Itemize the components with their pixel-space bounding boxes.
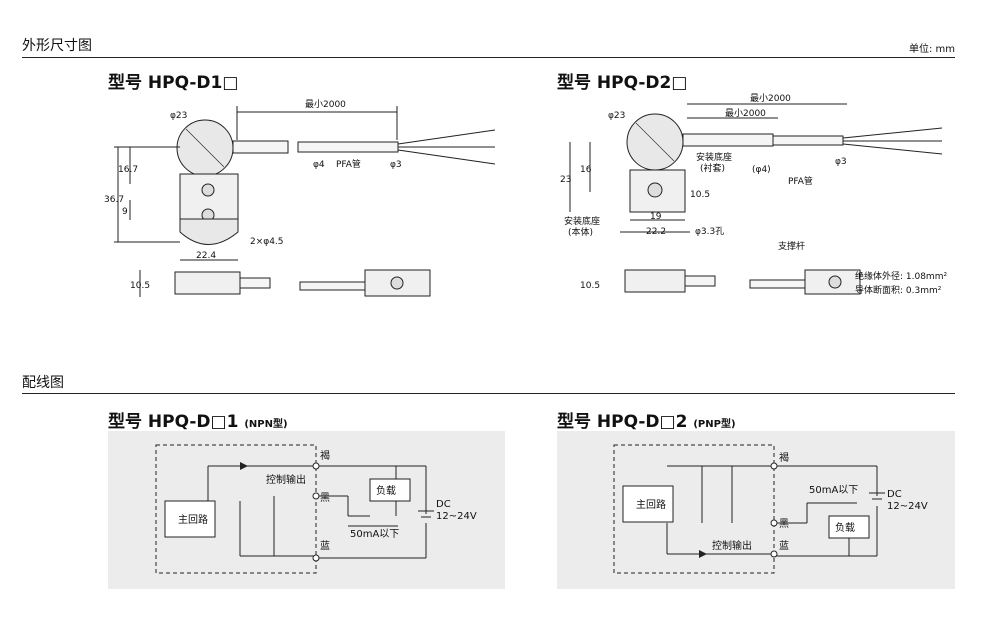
model-d2-title: 型号 HPQ-D2□ <box>557 73 688 93</box>
pnp-load: 负载 <box>835 521 855 534</box>
d2-outline-drawing: 最小2000 最小2000 φ23 安装底座 (衬套) (φ4) φ3 PFA管… <box>560 93 947 296</box>
d2-h10-5: 10.5 <box>690 190 710 200</box>
dimensions-section-title: 外形尺寸图 <box>22 38 92 54</box>
d2-h10-5b: 10.5 <box>580 281 600 291</box>
d1-phi23: φ23 <box>170 111 187 121</box>
wiring-d1-title: 型号 HPQ-D□1 (NPN型) <box>108 407 288 432</box>
d2-support-rod: 支撑杆 <box>778 240 805 252</box>
npn-control-output: 控制输出 <box>266 473 306 486</box>
d1-outline-drawing: 最小2000 φ23 φ4 PFA管 φ3 36.7 16.7 9 2×φ4.5… <box>104 99 496 297</box>
d2-phi3: φ3 <box>835 157 847 167</box>
pnp-dc: DC <box>887 489 902 500</box>
unit-label: 单位: mm <box>908 44 955 55</box>
d2-hole: φ3.3孔 <box>695 226 724 237</box>
pnp-blue: 蓝 <box>779 540 789 552</box>
wiring-section-title: 配线图 <box>22 375 64 391</box>
d2-phi23: φ23 <box>608 111 625 121</box>
npn-blue: 蓝 <box>320 540 330 552</box>
wiring-d2-title: 型号 HPQ-D□2 (PNP型) <box>557 407 736 432</box>
pnp-control-output: 控制输出 <box>712 539 752 552</box>
npn-brown: 褐 <box>320 449 330 462</box>
d2-insulator: 绝缘体外径: 1.08mm² <box>855 270 947 282</box>
section-divider <box>22 57 955 58</box>
d2-w22-2: 22.2 <box>646 227 666 237</box>
wiring-d2-model: 型号 HPQ-D□2 <box>557 412 688 432</box>
npn-black: 黑 <box>320 492 330 504</box>
d1-min-length: 最小2000 <box>305 99 346 110</box>
wiring-d2-type: (PNP型) <box>693 419 736 430</box>
wiring-d1-type: (NPN型) <box>244 419 288 430</box>
pnp-main-circuit: 主回路 <box>636 498 666 511</box>
npn-dc: DC <box>436 499 451 510</box>
npn-voltage: 12~24V <box>436 511 477 522</box>
pnp-current: 50mA以下 <box>809 485 858 496</box>
d2-h16: 16 <box>580 165 592 175</box>
npn-main-circuit: 主回路 <box>178 513 208 526</box>
d2-base-body-2: (本体) <box>568 226 593 238</box>
d1-h9: 9 <box>122 207 128 217</box>
d2-min-length-outer: 最小2000 <box>750 93 791 104</box>
d1-holes: 2×φ4.5 <box>250 237 284 247</box>
pnp-wiring-diagram: 主回路 褐 黑 蓝 控制输出 50mA以下 负载 DC 12~24V <box>557 431 955 589</box>
npn-wiring-diagram: 主回路 褐 控制输出 黑 蓝 负载 50mA以下 DC 12~24V <box>108 431 505 589</box>
d1-h10-5: 10.5 <box>130 281 150 291</box>
d2-conductor: 导体断面积: 0.3mm² <box>855 284 942 296</box>
d2-base-liner-2: (衬套) <box>700 162 725 174</box>
pnp-brown: 褐 <box>779 451 789 464</box>
d1-h36-7: 36.7 <box>104 195 124 205</box>
pnp-black: 黑 <box>779 518 789 530</box>
npn-current: 50mA以下 <box>350 529 399 540</box>
d1-h16-7: 16.7 <box>118 165 138 175</box>
d1-w22-4: 22.4 <box>196 251 216 261</box>
pnp-voltage: 12~24V <box>887 501 928 512</box>
d2-pfa: PFA管 <box>788 175 813 187</box>
section-divider <box>22 393 955 394</box>
d2-w19: 19 <box>650 212 662 222</box>
d2-h23: 23 <box>560 175 571 185</box>
d2-base-liner-1: 安装底座 <box>696 151 732 163</box>
d1-phi4: φ4 <box>313 160 325 170</box>
d1-phi3: φ3 <box>390 160 402 170</box>
wiring-d1-model: 型号 HPQ-D□1 <box>108 412 239 432</box>
d2-base-body-1: 安装底座 <box>564 215 600 227</box>
npn-load: 负载 <box>376 484 396 497</box>
model-d1-title: 型号 HPQ-D1□ <box>108 73 239 93</box>
d2-min-length-inner: 最小2000 <box>725 108 766 119</box>
d1-pfa: PFA管 <box>336 158 361 170</box>
d2-phi4: (φ4) <box>752 165 771 175</box>
